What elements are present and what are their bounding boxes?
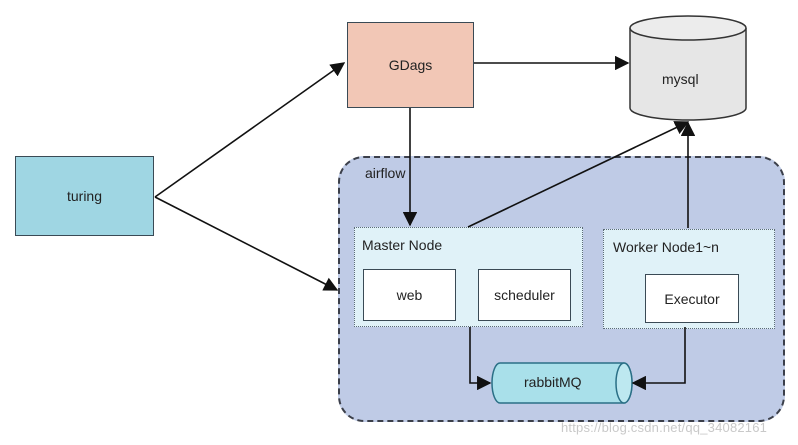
edge-turing-gdags [154, 62, 346, 198]
worker-node-title: Worker Node1~n [613, 239, 719, 255]
edge-executor-rabbitmq [631, 327, 686, 391]
scheduler-node: scheduler [478, 269, 571, 321]
edge-turing-airflow [154, 196, 339, 291]
edge-master-mysql [467, 121, 690, 228]
gdags-label: GDags [388, 57, 433, 73]
turing-node: turing [15, 156, 154, 236]
executor-node: Executor [645, 274, 739, 323]
executor-label: Executor [664, 290, 720, 307]
web-node: web [363, 269, 456, 321]
rabbitmq-cylinder [491, 362, 633, 404]
rabbitmq-label: rabbitMQ [524, 374, 582, 390]
gdags-node: GDags [347, 22, 474, 108]
edge-scheduler-rabbitmq [469, 327, 492, 391]
web-label: web [396, 287, 423, 303]
scheduler-label: scheduler [494, 287, 555, 303]
watermark-text: https://blog.csdn.net/qq_34082161 [561, 420, 768, 435]
master-node-title: Master Node [362, 237, 443, 253]
airflow-label: airflow [365, 165, 406, 181]
mysql-cylinder [629, 15, 747, 121]
turing-label: turing [66, 188, 103, 204]
mysql-label: mysql [662, 71, 699, 87]
